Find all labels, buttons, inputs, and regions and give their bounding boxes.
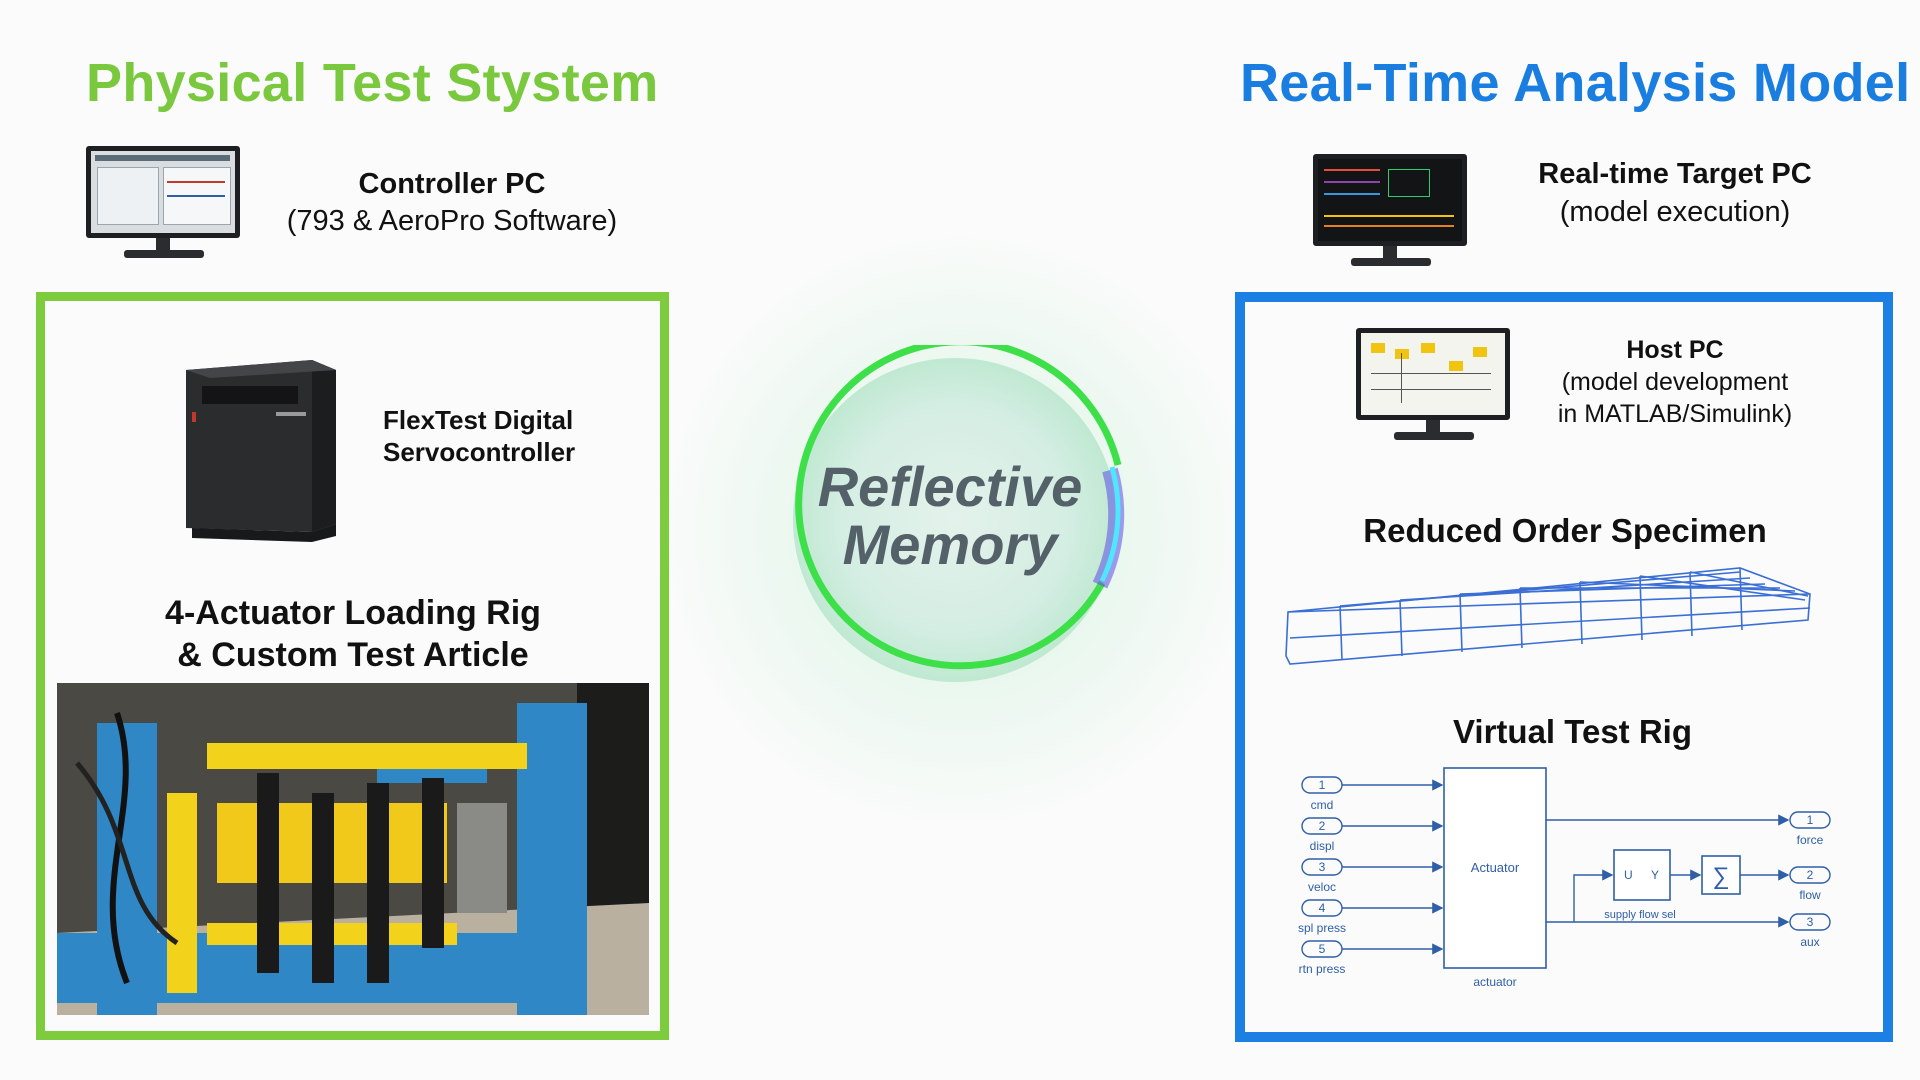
inport-3: 3 veloc <box>1301 858 1343 894</box>
svg-text:1: 1 <box>1319 778 1326 792</box>
reflective-memory-line2: Memory <box>842 513 1058 576</box>
mesh-wireframe <box>1285 567 1811 665</box>
inport-2: 2 displ <box>1301 817 1343 853</box>
reflective-memory-label: Reflective Memory <box>800 458 1100 574</box>
rig-photo <box>57 683 649 1015</box>
controller-pc-name: Controller PC <box>358 168 546 200</box>
svg-text:U: U <box>1624 868 1633 882</box>
svg-text:actuator: actuator <box>1473 975 1516 989</box>
outport-3: 3 aux <box>1789 913 1831 949</box>
svg-text:5: 5 <box>1319 942 1326 956</box>
svg-text:displ: displ <box>1310 839 1335 853</box>
svg-text:2: 2 <box>1319 819 1326 833</box>
specimen-title: Reduced Order Specimen <box>1363 512 1767 549</box>
supply-flow-lookup-block: U Y supply flow sel <box>1604 849 1676 921</box>
svg-text:veloc: veloc <box>1308 880 1336 894</box>
rig-title-line2: & Custom Test Article <box>177 636 529 674</box>
servocontroller-line2: Servocontroller <box>383 437 576 467</box>
svg-text:rtn press: rtn press <box>1299 962 1346 976</box>
actuator-block: Actuator actuator <box>1443 767 1547 989</box>
svg-text:Y: Y <box>1651 868 1659 882</box>
inport-5: 5 rtn press <box>1299 940 1346 976</box>
target-pc-name: Real-time Target PC <box>1538 158 1812 190</box>
svg-text:Actuator: Actuator <box>1471 860 1520 875</box>
target-pc-detail: (model execution) <box>1559 196 1791 228</box>
target-pc-monitor-icon <box>1313 154 1467 270</box>
simulink-diagram: 1 cmd 2 displ 3 veloc 4 spl press 5 rtn … <box>1298 767 1831 989</box>
servocontroller-icon <box>186 356 336 542</box>
svg-text:1: 1 <box>1807 813 1814 827</box>
svg-text:∑: ∑ <box>1712 863 1729 890</box>
controller-pc-monitor-icon <box>86 146 240 262</box>
svg-text:4: 4 <box>1319 901 1326 915</box>
host-pc-monitor-icon <box>1356 328 1510 444</box>
svg-text:flow: flow <box>1799 888 1821 902</box>
svg-text:3: 3 <box>1319 860 1326 874</box>
controller-pc-detail: (793 & AeroPro Software) <box>286 205 618 237</box>
rig-title-line1: 4-Actuator Loading Rig <box>165 594 541 632</box>
svg-text:aux: aux <box>1800 935 1819 949</box>
svg-text:3: 3 <box>1807 915 1814 929</box>
outport-1: 1 force <box>1789 811 1831 847</box>
host-pc-detail1: (model development <box>1561 368 1789 396</box>
reflective-memory-line1: Reflective <box>817 455 1083 518</box>
host-pc-detail2: in MATLAB/Simulink) <box>1557 400 1793 428</box>
svg-text:spl press: spl press <box>1298 921 1346 935</box>
inport-1: 1 cmd <box>1301 776 1343 812</box>
reflective-memory-ring <box>793 345 1125 682</box>
servocontroller-line1: FlexTest Digital <box>383 405 574 435</box>
svg-text:2: 2 <box>1807 868 1814 882</box>
inport-4: 4 spl press <box>1298 899 1346 935</box>
svg-text:cmd: cmd <box>1311 798 1334 812</box>
sum-block: ∑ <box>1701 855 1741 895</box>
svg-text:force: force <box>1797 833 1824 847</box>
virtual-rig-title: Virtual Test Rig <box>1453 713 1692 750</box>
svg-text:supply flow sel: supply flow sel <box>1604 909 1676 921</box>
host-pc-name: Host PC <box>1626 336 1724 364</box>
analysis-title: Real-Time Analysis Model <box>1240 53 1911 113</box>
outport-2: 2 flow <box>1789 866 1831 902</box>
physical-title: Physical Test Stystem <box>86 53 659 113</box>
